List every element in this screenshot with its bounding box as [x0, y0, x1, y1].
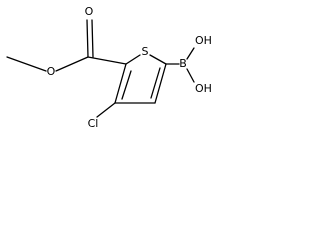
bond-carbonyl-double-b — [91, 19, 94, 58]
bond-c4-c5 — [154, 63, 167, 104]
boron-label: B — [179, 57, 187, 70]
bond-carbonyl-double-a — [86, 19, 89, 58]
bond-c2-c3 — [114, 63, 127, 104]
double-bond-c2-c3-inner — [121, 70, 132, 100]
chlorine-label: Cl — [88, 117, 99, 130]
double-bond-c4-c5-inner — [150, 67, 161, 99]
bond-ester-o-methyl — [6, 56, 47, 72]
bond-carbonyl-ester-o — [55, 56, 89, 72]
bond-c5-s — [149, 54, 167, 65]
bond-c3-cl — [96, 102, 116, 118]
bond-b-oh-top — [186, 47, 195, 60]
bond-b-oh-bottom — [186, 68, 195, 83]
boronic-acid-group — [165, 47, 195, 83]
sulfur-label: S — [142, 45, 149, 58]
carbonyl-oxygen-label: O — [85, 5, 94, 18]
bond-c2-carbonyl — [87, 56, 127, 65]
methyl-ester-group — [6, 19, 127, 72]
bond-s-c2 — [125, 54, 141, 65]
hydroxyl-top-label: OH — [195, 34, 212, 47]
hydroxyl-bottom-label: OH — [195, 82, 212, 95]
ester-oxygen-label: O — [47, 65, 56, 78]
thiophene-ring — [114, 54, 167, 104]
chemical-structure: S B OH OH Cl O O — [6, 5, 212, 130]
